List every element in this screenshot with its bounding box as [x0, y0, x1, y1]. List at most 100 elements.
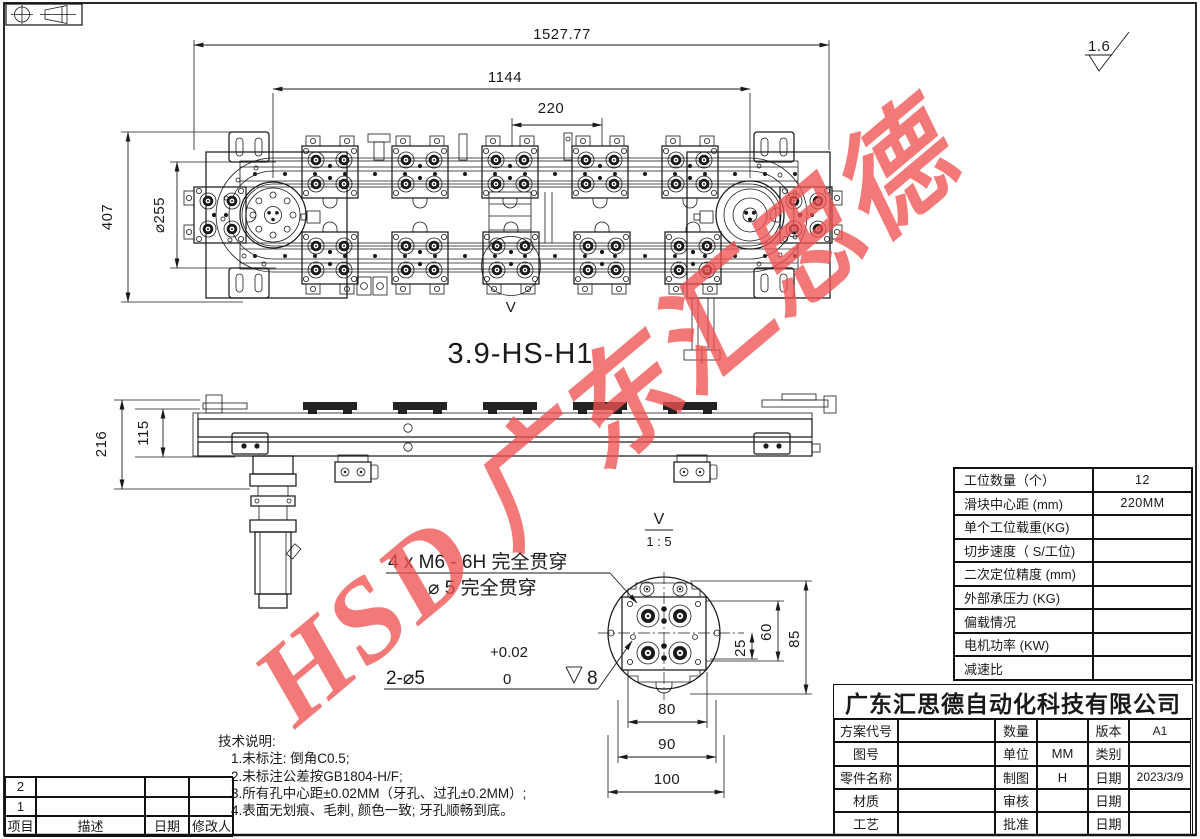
rev-by	[189, 796, 234, 817]
tech-note-item: 4.表面无划痕、毛刺, 颜色一致; 牙孔顺畅到底。	[231, 803, 514, 819]
tb-label: 单位	[995, 742, 1037, 766]
dim-center-span: 1144	[488, 69, 522, 86]
spec-label: 电机功率 (KW)	[954, 632, 1093, 657]
drawing-title: 3.9-HS-H1	[447, 338, 594, 370]
tb-value	[1129, 742, 1191, 766]
tb-value: H	[1037, 765, 1088, 789]
plan-view: V 1527.77 1144 220 407 ⌀255	[99, 26, 843, 364]
tb-value	[1037, 812, 1088, 836]
tb-value: A1	[1129, 719, 1191, 743]
spec-value	[1093, 632, 1192, 657]
tb-value	[898, 742, 995, 766]
spec-label: 外部承压力 (KG)	[954, 585, 1093, 610]
spec-table: 工位数量（个） 12 滑块中心距 (mm) 220MM 单个工位载重(KG) 切…	[953, 467, 1193, 681]
gear-motor	[249, 455, 302, 609]
spec-label: 单个工位载重(KG)	[954, 515, 1093, 539]
tech-notes: 技术说明: 1.未标注: 倒角C0.5; 2.未标注公差按GB1804-H/F;…	[218, 733, 526, 819]
dim-90: 90	[658, 736, 676, 753]
spec-value	[1093, 538, 1192, 563]
tb-label: 类别	[1088, 742, 1129, 766]
tb-label: 工艺	[834, 812, 898, 836]
tech-note-item: 2.未标注公差按GB1804-H/F;	[231, 768, 403, 784]
dim-turn-diameter: ⌀255	[151, 197, 168, 233]
detail-scale: 1 : 5	[646, 534, 671, 549]
detail-view-v: V 1 : 5 80 90 100	[384, 511, 812, 798]
detail-v-marker: V	[506, 299, 517, 316]
tb-value	[898, 719, 995, 743]
detail-callouts: 4 x M6 - 6H 完全贯穿 ⌀ 5 完全贯穿 2-⌀5 +0.02 0 8	[384, 551, 638, 690]
tb-value	[1037, 719, 1088, 743]
tb-label: 日期	[1088, 765, 1129, 789]
end-pulley	[715, 180, 785, 250]
tb-label: 材质	[834, 788, 898, 813]
tb-value: 2023/3/9	[1129, 765, 1191, 789]
tb-label: 日期	[1088, 812, 1129, 836]
callout-thread: 4 x M6 - 6H 完全贯穿	[388, 551, 567, 573]
tolerance-lower: 0	[503, 671, 511, 688]
spec-label: 滑块中心距 (mm)	[954, 491, 1093, 516]
spec-value	[1093, 609, 1192, 633]
dim-body-height: 115	[135, 420, 152, 445]
rev-header: 日期	[145, 816, 189, 836]
tech-note-item: 3.所有孔中心距±0.02MM（牙孔、过孔±0.2MM）;	[231, 785, 527, 801]
spec-value	[1093, 656, 1192, 680]
spec-value	[1093, 562, 1192, 586]
elevation-dimensions: 216 115	[93, 399, 250, 490]
spec-value	[1093, 585, 1192, 610]
tech-notes-title: 技术说明:	[218, 734, 276, 749]
tb-label: 方案代号	[834, 719, 898, 743]
dim-overall-length: 1527.77	[533, 26, 591, 43]
company-name: 广东汇思德自动化科技有限公司	[834, 685, 1192, 719]
rev-desc	[36, 796, 145, 817]
projection-symbol-icon	[5, 3, 83, 26]
dim-25: 25	[732, 639, 749, 657]
tb-label: 日期	[1088, 788, 1129, 813]
detail-dims-horizontal: 80 90 100	[607, 672, 725, 798]
spec-label: 减速比	[954, 656, 1093, 680]
dim-80: 80	[658, 701, 676, 718]
title-block: 广东汇思德自动化科技有限公司 方案代号 数量 版本 A1 图号 单位 MM 类别…	[833, 684, 1193, 837]
tb-label: 图号	[834, 742, 898, 766]
tb-value	[1129, 788, 1191, 813]
dim-60: 60	[758, 623, 775, 641]
spec-value	[1093, 515, 1192, 539]
depth-icon	[565, 666, 583, 685]
dim-station-pitch: 220	[538, 100, 565, 117]
tb-label: 数量	[995, 719, 1037, 743]
center-strut	[488, 191, 553, 244]
detail-v-circle	[481, 236, 541, 296]
surface-finish-value: 1.6	[1088, 38, 1110, 55]
tb-value: MM	[1037, 742, 1088, 766]
spec-label: 工位数量（个）	[954, 468, 1093, 492]
tb-value	[898, 765, 995, 789]
rev-item: 1	[5, 796, 36, 817]
turntable	[239, 181, 307, 249]
spec-value: 220MM	[1093, 491, 1192, 516]
tb-value	[898, 812, 995, 836]
spec-label: 切步速度（ S/工位)	[954, 538, 1093, 563]
tb-label: 零件名称	[834, 765, 898, 789]
tb-label: 版本	[1088, 719, 1129, 743]
rev-item: 2	[5, 777, 36, 797]
dim-100: 100	[654, 771, 681, 788]
dim-total-height: 216	[93, 431, 110, 458]
tech-note-item: 1.未标注: 倒角C0.5;	[231, 751, 350, 767]
tb-label: 审核	[995, 788, 1037, 813]
tb-label: 制图	[995, 765, 1037, 789]
tb-value	[1037, 788, 1088, 813]
spec-value: 12	[1093, 468, 1192, 492]
rev-date	[145, 796, 189, 817]
revision-table: 2 1 项目 描述 日期 修改人	[4, 776, 234, 837]
drive-shaft	[683, 298, 721, 364]
callout-through: ⌀ 5 完全贯穿	[428, 577, 537, 599]
elevation-view: 216 115	[93, 393, 837, 609]
rev-by	[189, 777, 234, 797]
callout-holes: 2-⌀5	[386, 668, 425, 689]
depth-value: 8	[587, 668, 598, 689]
detail-dims-vertical: 25 60 85	[690, 580, 812, 695]
dim-85: 85	[786, 630, 803, 648]
dim-overall-width: 407	[99, 204, 116, 231]
spec-label: 偏载情况	[954, 609, 1093, 633]
